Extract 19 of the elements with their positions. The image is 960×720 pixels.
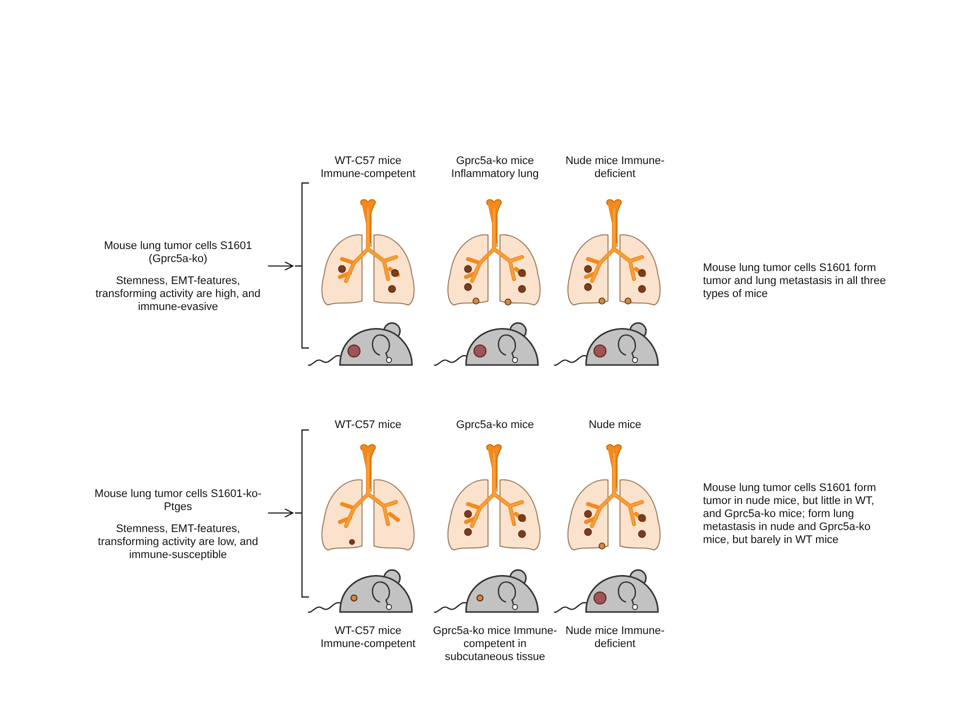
note-text: Mouse lung tumor cells S1601 form tumor and lung metastasis in all three types of mice bbox=[703, 262, 887, 301]
caption-text: Stemness, EMT-features, transforming activity are high, and immune-evasive bbox=[94, 275, 262, 314]
caption-text: Mouse lung tumor cells S1601-ko-Ptges bbox=[94, 488, 262, 514]
note-text: Mouse lung tumor cells S1601 form tumor in nude mice, but little in WT, and Gprc5a-ko mice; form lung metastasis in nude and Gprc5a-ko mice, but barely in WT mice bbox=[703, 482, 878, 547]
group-label: Nude mice Immune-deficient bbox=[564, 155, 666, 181]
caption-text: Stemness, EMT-features, transforming activity are low, and immune-susceptible bbox=[96, 523, 260, 562]
group-label: Gprc5a-ko mice Inflammatory lung bbox=[450, 155, 540, 181]
group-label: WT-C57 mice bbox=[334, 419, 402, 432]
arrow bbox=[268, 262, 294, 270]
group-label: WT-C57 mice Immune-competent bbox=[320, 625, 416, 651]
group-label: Nude mice bbox=[588, 419, 642, 432]
group-label: Nude mice Immune-deficient bbox=[564, 625, 666, 651]
group-label: Gprc5a-ko mice bbox=[455, 419, 535, 432]
group-label: WT-C57 mice Immune-competent bbox=[320, 155, 416, 181]
bracket bbox=[294, 182, 310, 349]
arrow bbox=[268, 508, 294, 518]
group-label: Gprc5a-ko mice Immune-competent in subcutaneous tissue bbox=[432, 625, 558, 664]
caption-text: Mouse lung tumor cells S1601 (Gprc5a-ko) bbox=[103, 240, 253, 266]
bracket bbox=[294, 429, 310, 598]
